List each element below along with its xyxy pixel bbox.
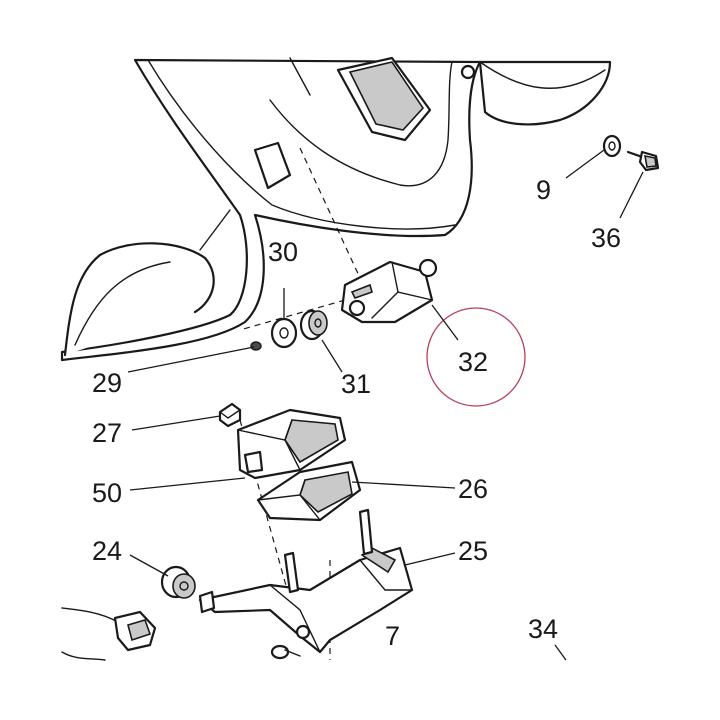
highlight-circle	[426, 307, 526, 407]
part-number-29: 29	[92, 368, 122, 398]
sensor-module-part-32	[340, 258, 438, 324]
wire-connector	[61, 607, 157, 661]
alignment-line	[299, 147, 361, 279]
grommet-part-31	[299, 309, 328, 341]
part-number-26: 26	[458, 474, 488, 504]
part-number-50: 50	[92, 478, 122, 508]
mounting-bracket-part-25	[198, 508, 414, 654]
bracket-module-part-26	[256, 460, 362, 522]
part-number-24: 24	[92, 536, 122, 566]
alignment-line	[239, 299, 346, 331]
washer-part-30	[270, 317, 298, 349]
part-number-9: 9	[536, 175, 551, 205]
part-number-27: 27	[92, 418, 122, 448]
part-number-31: 31	[341, 369, 371, 399]
washer-part-9	[602, 134, 622, 158]
fairing-panel	[60, 56, 612, 362]
part-number-32: 32	[458, 347, 488, 377]
nut-part-29	[250, 341, 262, 351]
bolt-part-7	[270, 644, 301, 660]
bolt-part-36	[626, 150, 660, 172]
part-number-34: 34	[528, 614, 558, 644]
part-number-30: 30	[268, 237, 298, 267]
leader-lines	[127, 149, 644, 661]
grommet-part-24	[160, 565, 196, 599]
part-number-36: 36	[591, 223, 621, 253]
bracket-module-part-50	[236, 408, 347, 480]
nut-part-27	[218, 402, 242, 428]
part-number-7: 7	[385, 621, 400, 651]
part-number-25: 25	[458, 536, 488, 566]
